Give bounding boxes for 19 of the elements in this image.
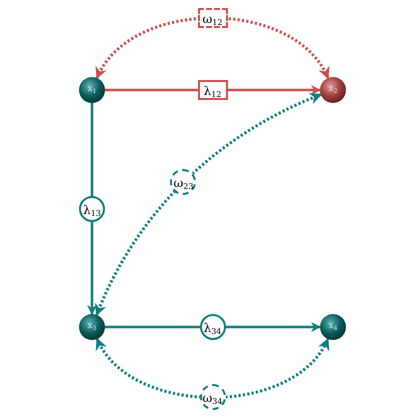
sphere-node <box>79 314 105 340</box>
arrow <box>87 103 97 315</box>
dotted-arrow <box>96 16 330 80</box>
edge-label: λ$_{34}$ <box>200 314 226 340</box>
sphere-node <box>79 77 105 103</box>
edge-label: ω$_{23}$ <box>170 169 196 196</box>
edge-label: ω$_{12}$ <box>198 8 228 28</box>
edge-label: λ$_{13}$ <box>79 196 105 222</box>
dotted-arrow <box>96 338 330 399</box>
arrow <box>105 322 321 332</box>
node-label: x$_{1}$ <box>86 83 98 97</box>
node-label: x$_{2}$ <box>328 83 338 97</box>
edge-label: ω$_{34}$ <box>200 384 226 410</box>
node-label: x$_{4}$ <box>328 320 338 334</box>
dotted-arrow <box>95 93 322 316</box>
edge-label: λ$_{12}$ <box>198 80 228 100</box>
sphere-node <box>320 77 346 103</box>
sphere-node <box>320 314 346 340</box>
node-label: x$_{3}$ <box>86 320 98 334</box>
